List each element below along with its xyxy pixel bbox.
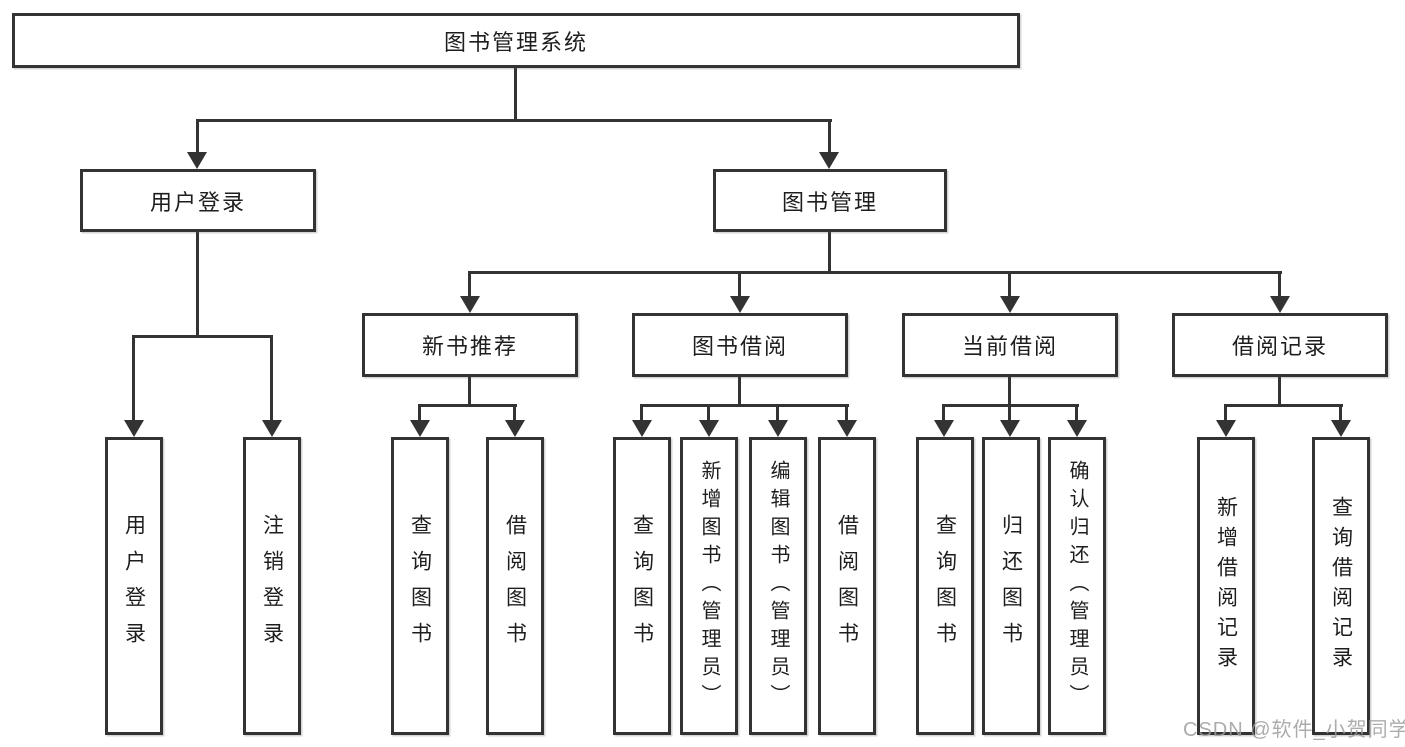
arrowhead-icon	[505, 420, 525, 437]
leaf-label: 查询图书	[408, 514, 432, 658]
connector-line	[1224, 404, 1343, 407]
csdn-watermark: CSDN @软件_小贺同学	[1183, 719, 1405, 741]
leaf-label: 新增借阅记录	[1214, 496, 1238, 676]
arrowhead-icon	[262, 420, 282, 437]
connector-line	[132, 335, 135, 421]
node-borrowing-records: 借阅记录	[1172, 313, 1388, 377]
arrowhead-icon	[768, 420, 788, 437]
leaf-label: 查询图书	[630, 514, 654, 658]
leaf-edit-books-admin: 编辑图书（管理员）	[749, 437, 807, 735]
connector-line	[132, 335, 273, 338]
leaf-borrow-books-recommend: 借阅图书	[486, 437, 544, 735]
arrowhead-icon	[819, 152, 839, 169]
connector-line	[640, 404, 643, 421]
node-label: 借阅记录	[1231, 334, 1328, 359]
leaf-query-books-recommend: 查询图书	[391, 437, 449, 735]
leaf-add-borrow-record: 新增借阅记录	[1197, 437, 1255, 735]
connector-line	[776, 404, 779, 421]
connector-line	[418, 404, 421, 421]
connector-line	[1008, 404, 1011, 421]
node-label: 图书管理	[781, 189, 878, 215]
leaf-user-login: 用户登录	[105, 437, 163, 735]
connector-line	[738, 271, 741, 297]
leaf-label: 确认归还（管理员）	[1066, 460, 1088, 712]
node-new-book-recommendation: 新书推荐	[362, 313, 578, 377]
connector-line	[196, 119, 199, 154]
leaf-borrow-books: 借阅图书	[818, 437, 876, 735]
arrowhead-icon	[1331, 420, 1351, 437]
connector-line	[707, 404, 710, 421]
connector-line	[468, 271, 471, 297]
arrowhead-icon	[730, 296, 750, 313]
leaf-add-books-admin: 新增图书（管理员）	[680, 437, 738, 735]
connector-line	[1224, 404, 1227, 421]
arrowhead-icon	[187, 152, 207, 169]
connector-line	[1278, 271, 1281, 297]
arrowhead-icon	[1000, 420, 1020, 437]
connector-line	[828, 119, 831, 154]
leaf-query-books-borrowing: 查询图书	[613, 437, 671, 735]
leaf-label: 借阅图书	[835, 514, 859, 658]
leaf-label: 归还图书	[999, 514, 1023, 658]
leaf-label: 查询图书	[933, 514, 957, 658]
connector-line	[513, 404, 516, 421]
node-root-label: 图书管理系统	[443, 29, 588, 55]
connector-line	[1008, 377, 1011, 407]
arrowhead-icon	[699, 420, 719, 437]
connector-line	[418, 404, 517, 407]
connector-line	[514, 68, 517, 120]
leaf-return-books: 归还图书	[982, 437, 1040, 735]
leaf-confirm-return-admin: 确认归还（管理员）	[1048, 437, 1106, 735]
connector-line	[270, 335, 273, 421]
leaf-label: 编辑图书（管理员）	[767, 460, 789, 712]
node-label: 用户登录	[149, 189, 246, 215]
connector-line	[196, 232, 199, 337]
arrowhead-icon	[632, 420, 652, 437]
connector-line	[828, 232, 831, 274]
arrowhead-icon	[1270, 296, 1290, 313]
leaf-query-books-current: 查询图书	[916, 437, 974, 735]
node-book-borrowing: 图书借阅	[632, 313, 848, 377]
leaf-logout: 注销登录	[243, 437, 301, 735]
leaf-label: 注销登录	[260, 514, 284, 658]
connector-line	[1339, 404, 1342, 421]
connector-line	[196, 119, 832, 122]
connector-line	[845, 404, 848, 421]
node-book-management: 图书管理	[713, 169, 947, 232]
leaf-query-borrow-record: 查询借阅记录	[1312, 437, 1370, 735]
connector-line	[468, 377, 471, 407]
node-label: 图书借阅	[691, 334, 788, 359]
connector-line	[640, 404, 849, 407]
arrowhead-icon	[1216, 420, 1236, 437]
node-root: 图书管理系统	[12, 13, 1020, 68]
node-current-borrowing: 当前借阅	[902, 313, 1118, 377]
arrowhead-icon	[410, 420, 430, 437]
arrowhead-icon	[460, 296, 480, 313]
connector-line	[942, 404, 945, 421]
connector-line	[468, 271, 1282, 274]
node-label: 新书推荐	[421, 334, 518, 359]
leaf-label: 用户登录	[122, 514, 146, 658]
leaf-label: 新增图书（管理员）	[698, 460, 720, 712]
arrowhead-icon	[1067, 420, 1087, 437]
arrowhead-icon	[934, 420, 954, 437]
node-user-login: 用户登录	[80, 169, 316, 232]
node-label: 当前借阅	[961, 334, 1058, 359]
arrowhead-icon	[837, 420, 857, 437]
arrowhead-icon	[1000, 296, 1020, 313]
connector-line	[1008, 271, 1011, 297]
connector-line	[1278, 377, 1281, 407]
arrowhead-icon	[124, 420, 144, 437]
connector-line	[1075, 404, 1078, 421]
leaf-label: 借阅图书	[503, 514, 527, 658]
leaf-label: 查询借阅记录	[1329, 496, 1353, 676]
connector-line	[738, 377, 741, 407]
